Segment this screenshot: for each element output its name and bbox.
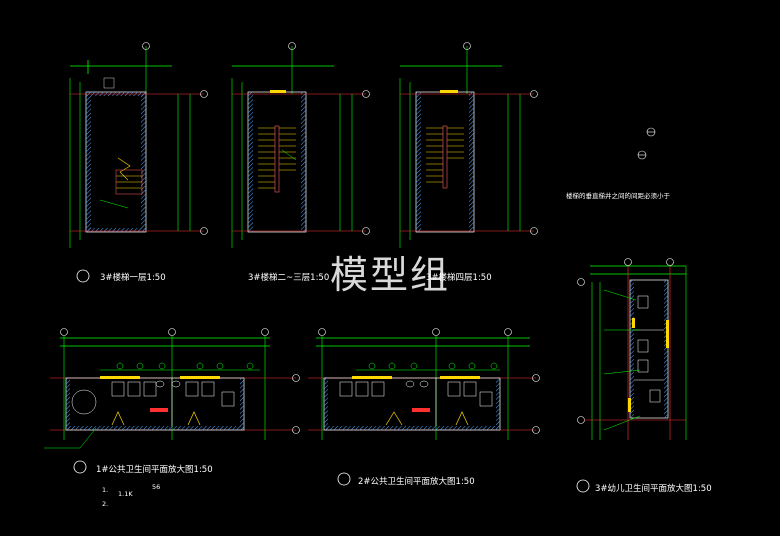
stair-plan-3-title-text: 3#楼梯四层 (426, 273, 473, 283)
stair-plan-1-title-text: 3#楼梯一层 (100, 273, 147, 283)
title-markers (73, 269, 590, 493)
stair-plan-1-scale: 1:50 (146, 273, 166, 283)
toilet-plan-2-title: 2#公共卫生间平面放大图1:50 (358, 475, 475, 487)
stair-plan-2-title: 3#楼梯二~三层1:50 (248, 271, 329, 283)
toilet-plan-3 (577, 258, 687, 440)
toilet-plan-2-scale: 1:50 (455, 477, 475, 487)
stair-plan-3-scale: 1:50 (472, 273, 492, 283)
note-2: 2. (102, 500, 109, 508)
note-1: 1. (102, 486, 109, 494)
toilet-plan-1-title-text: 1#公共卫生间平面放大图 (96, 465, 194, 475)
toilet-plan-2 (308, 328, 540, 440)
stair-plan-1-title: 3#楼梯一层1:50 (100, 271, 166, 283)
note-4: 56 (152, 483, 161, 491)
stair-plan-3 (399, 42, 538, 248)
legend-symbols (637, 127, 656, 160)
note-3: 1.1K (118, 490, 133, 498)
stair-plan-2-scale: 1:50 (310, 273, 330, 283)
watermark: 模型组 (330, 253, 451, 297)
stair-plan-2-title-text: 3#楼梯二~三层 (248, 273, 311, 283)
toilet-plan-1 (44, 328, 300, 449)
stair-plan-3-title: 3#楼梯四层1:50 (426, 271, 492, 283)
toilet-plan-1-title: 1#公共卫生间平面放大图1:50 (96, 463, 213, 475)
toilet-plan-2-title-text: 2#公共卫生间平面放大图 (358, 477, 456, 487)
toilet-plan-3-title-text: 3#幼儿卫生间平面放大图 (595, 484, 693, 494)
stair-plan-2 (231, 42, 370, 248)
toilet-plan-3-scale: 1:50 (692, 484, 712, 494)
toilet-plan-1-scale: 1:50 (193, 465, 213, 475)
stair-note: 楼梯的垂直梯井之间的间距必须小于 (566, 192, 670, 200)
stair-plan-1 (69, 42, 208, 248)
toilet-plan-3-title: 3#幼儿卫生间平面放大图1:50 (595, 482, 712, 494)
